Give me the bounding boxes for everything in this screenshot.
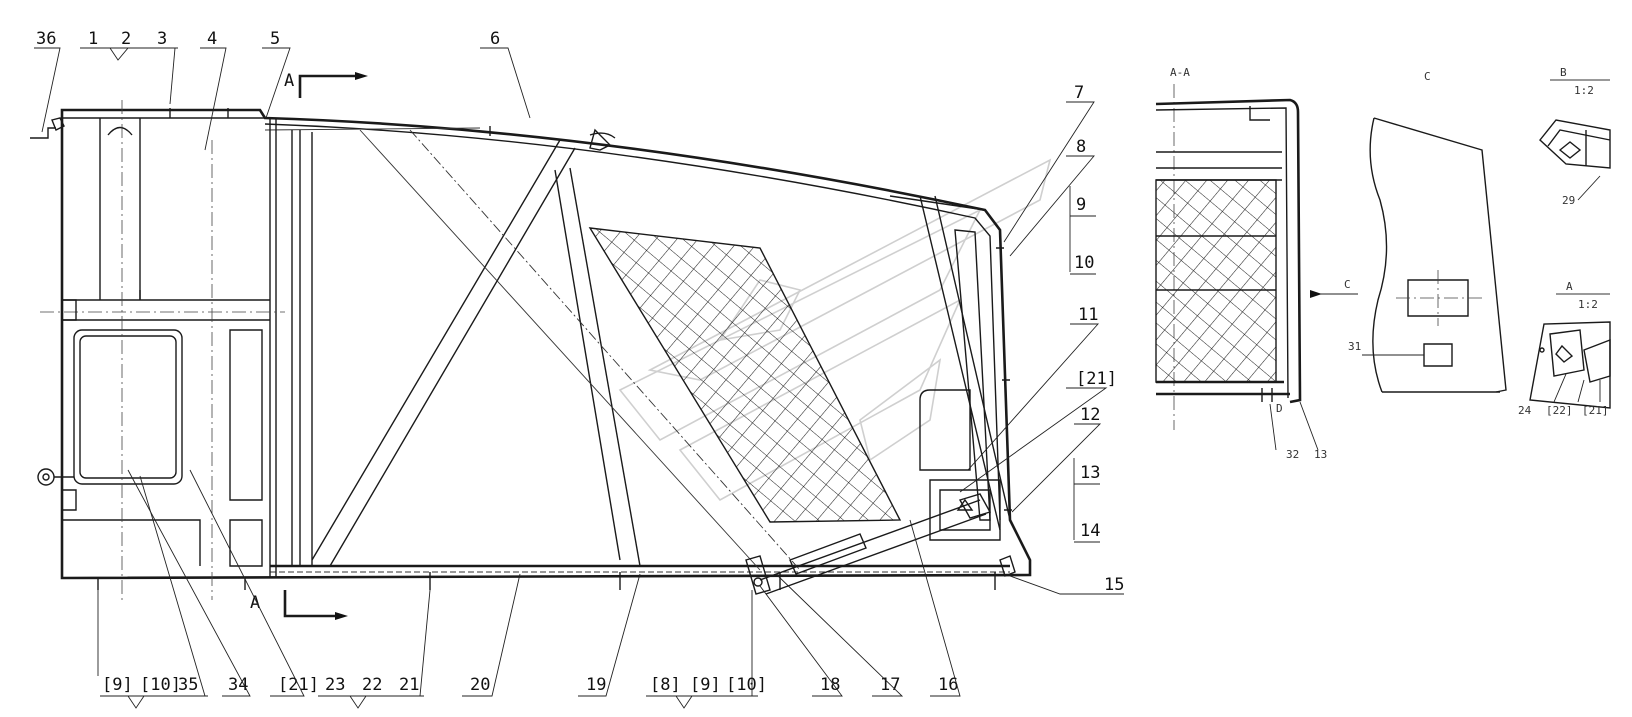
callout-5: 5	[270, 29, 280, 49]
view-a-scale: 1:2	[1578, 298, 1598, 311]
callout-b-10: [10]	[140, 675, 181, 695]
callout-b-19: 19	[586, 675, 606, 695]
callout-b-9-2: [9]	[690, 675, 721, 695]
view-a-a: A-A D 32 13	[1155, 66, 1327, 461]
callout-1: 1	[88, 29, 98, 49]
view-c-label-31: 31	[1348, 340, 1361, 353]
main-cab-view: A A	[30, 71, 1032, 620]
section-mark-top: A	[284, 71, 294, 91]
callout-b-16: 16	[938, 675, 958, 695]
callouts-top: 36 1 2 3 4 5 6 7 8 9 10 11 [21] 12 13 14…	[34, 29, 1124, 595]
view-b-label-29: 29	[1562, 194, 1575, 207]
view-a-label-22: [22]	[1546, 404, 1573, 417]
callout-4: 4	[207, 29, 217, 49]
callout-b-21-2: 21	[399, 675, 419, 695]
callout-b-34: 34	[228, 675, 248, 695]
callout-8: 8	[1076, 137, 1086, 157]
view-c-title: C	[1424, 70, 1431, 83]
callout-9: 9	[1076, 195, 1086, 215]
callouts-bottom: [9] [10] 35 34 [21] 23 22 21 20 19 [8] […	[97, 469, 961, 709]
callout-b-20: 20	[470, 675, 490, 695]
callout-b-9: [9]	[102, 675, 133, 695]
callout-b-18: 18	[820, 675, 840, 695]
view-a-a-title: A-A	[1170, 66, 1190, 79]
callout-11: 11	[1078, 305, 1098, 325]
view-a-label-21: [21]	[1582, 404, 1609, 417]
callout-2: 2	[121, 29, 131, 49]
view-a-a-label-13: 13	[1314, 448, 1327, 461]
view-a-a-label-32: 32	[1286, 448, 1299, 461]
view-a-title: A	[1566, 280, 1573, 293]
view-b-title: B	[1560, 66, 1567, 79]
view-c: C 31 C	[1310, 70, 1507, 393]
view-a: A 1:2 24 [22] [21]	[1518, 280, 1611, 417]
view-b-scale: 1:2	[1574, 84, 1594, 97]
view-a-label-24: 24	[1518, 404, 1532, 417]
callout-6: 6	[490, 29, 500, 49]
view-c-arrow-label: C	[1344, 278, 1351, 291]
bolt-markers	[97, 108, 1012, 590]
callout-7: 7	[1074, 83, 1084, 103]
callout-b-23: 23	[325, 675, 345, 695]
callout-10: 10	[1074, 253, 1094, 273]
callout-b-22: 22	[362, 675, 382, 695]
callout-36: 36	[36, 29, 56, 49]
callout-15: 15	[1104, 575, 1124, 595]
callout-3: 3	[157, 29, 167, 49]
callout-12: 12	[1080, 405, 1100, 425]
view-b: B 1:2 29	[1539, 66, 1611, 207]
section-mark-bottom: A	[250, 593, 260, 613]
callout-b-8: [8]	[650, 675, 681, 695]
callout-b-35: 35	[178, 675, 198, 695]
callout-14: 14	[1080, 521, 1100, 541]
callout-left-bracket: [21]	[1076, 369, 1117, 389]
view-a-a-label-d: D	[1276, 402, 1283, 415]
callout-b-10-2: [10]	[726, 675, 767, 695]
callout-13: 13	[1080, 463, 1100, 483]
